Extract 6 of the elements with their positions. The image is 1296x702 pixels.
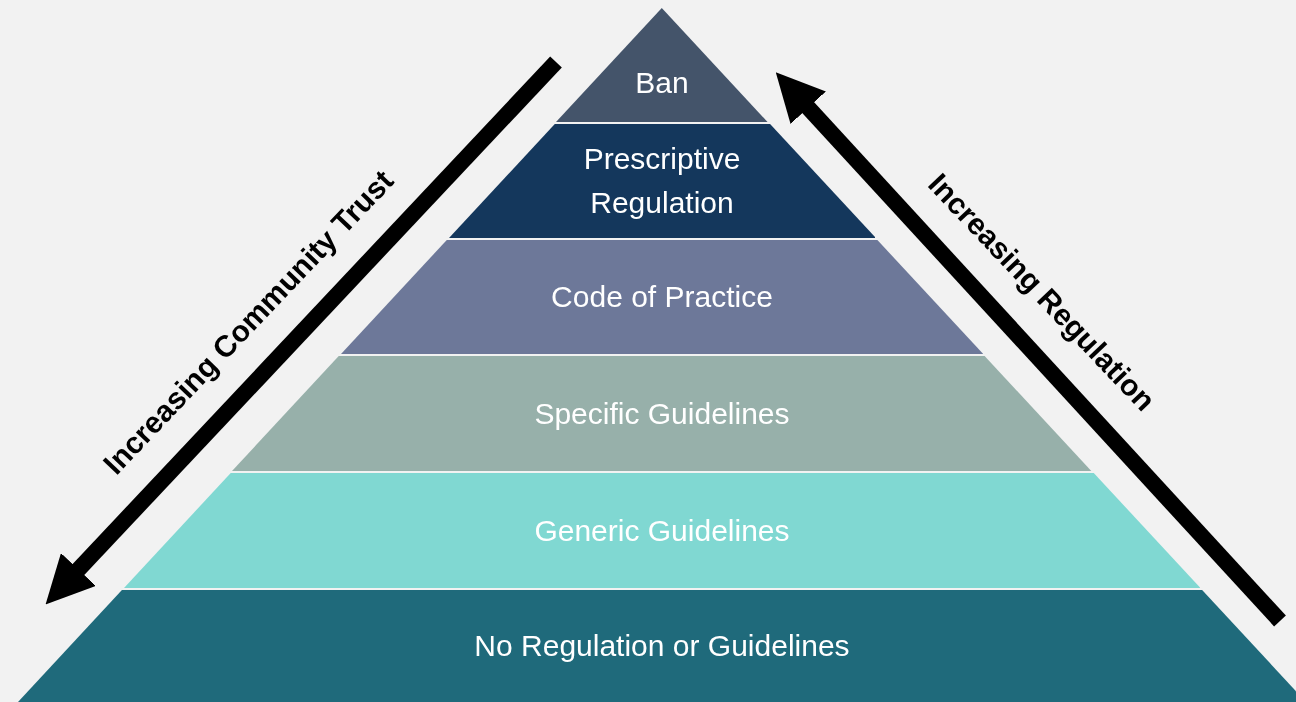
band-label: Generic Guidelines — [534, 512, 790, 549]
band-label: Specific Guidelines — [534, 395, 790, 432]
band-label: No Regulation or Guidelines — [474, 628, 850, 664]
band-label: Ban — [635, 65, 689, 101]
band-label: Code of Practice — [551, 279, 773, 315]
band-label: Prescriptive Regulation — [582, 141, 742, 221]
